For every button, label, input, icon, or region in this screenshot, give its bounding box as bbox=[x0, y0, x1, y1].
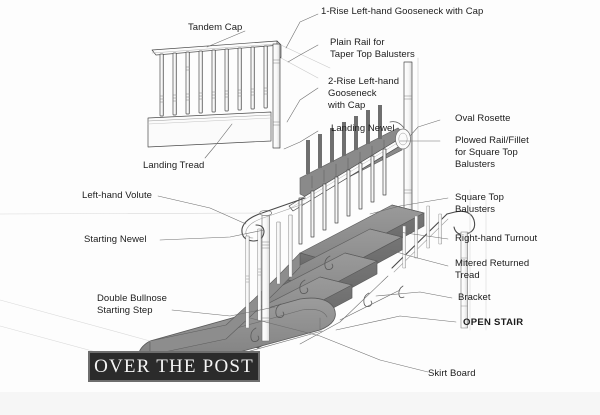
leader-lines bbox=[157, 13, 457, 373]
label-square-top-balusters-line2: Balusters bbox=[455, 204, 496, 215]
label-plowed-rail-line1: Plowed Rail/Fillet bbox=[455, 135, 529, 146]
label-bracket: Bracket bbox=[458, 292, 491, 303]
label-landing-tread: Landing Tread bbox=[143, 160, 205, 171]
corner-newel bbox=[272, 43, 281, 149]
label-two-rise-gooseneck-line2: Gooseneck bbox=[328, 88, 377, 99]
right-newel-post bbox=[460, 231, 468, 329]
label-oval-rosette: Oval Rosette bbox=[455, 113, 511, 124]
oval-rosette-shape bbox=[395, 128, 411, 150]
label-right-hand-turnout: Right-hand Turnout bbox=[455, 233, 538, 244]
skirt-board-shape bbox=[149, 252, 301, 356]
label-plain-rail-line2: Taper Top Balusters bbox=[330, 49, 415, 60]
starting-newel-post bbox=[259, 210, 273, 342]
label-skirt-board: Skirt Board bbox=[428, 368, 476, 379]
label-one-rise-gooseneck: 1-Rise Left-hand Gooseneck with Cap bbox=[321, 6, 484, 17]
banner-label: OVER THE POST bbox=[94, 355, 254, 377]
label-starting-newel: Starting Newel bbox=[84, 234, 147, 245]
label-landing-newel: Landing Newel bbox=[331, 123, 395, 134]
label-square-top-balusters-line1: Square Top bbox=[455, 192, 504, 203]
landing-tread-shape bbox=[147, 111, 272, 148]
tandem-cap-rail bbox=[151, 40, 282, 59]
label-plain-rail-line1: Plain Rail for bbox=[330, 37, 385, 48]
label-mitered-tread-line2: Tread bbox=[455, 270, 480, 281]
label-mitered-tread-line1: Mitered Returned bbox=[455, 258, 530, 269]
label-double-bullnose-line1: Double Bullnose bbox=[97, 293, 167, 304]
label-left-hand-volute: Left-hand Volute bbox=[82, 190, 152, 201]
label-two-rise-gooseneck-line1: 2-Rise Left-hand bbox=[328, 76, 400, 87]
label-plowed-rail-line2: for Square Top bbox=[455, 147, 518, 158]
landing-balusters bbox=[159, 45, 268, 117]
over-the-post-banner: OVER THE POST bbox=[88, 351, 260, 382]
label-double-bullnose-line2: Starting Step bbox=[97, 305, 153, 316]
label-open-stair: OPEN STAIR bbox=[463, 317, 524, 328]
label-plowed-rail-line3: Balusters bbox=[455, 159, 496, 170]
bottom-band bbox=[0, 392, 600, 415]
upper-flight bbox=[299, 105, 403, 199]
label-tandem-cap: Tandem Cap bbox=[188, 22, 243, 33]
stair-brackets bbox=[250, 255, 405, 342]
label-two-rise-gooseneck-line3: with Cap bbox=[328, 100, 366, 111]
